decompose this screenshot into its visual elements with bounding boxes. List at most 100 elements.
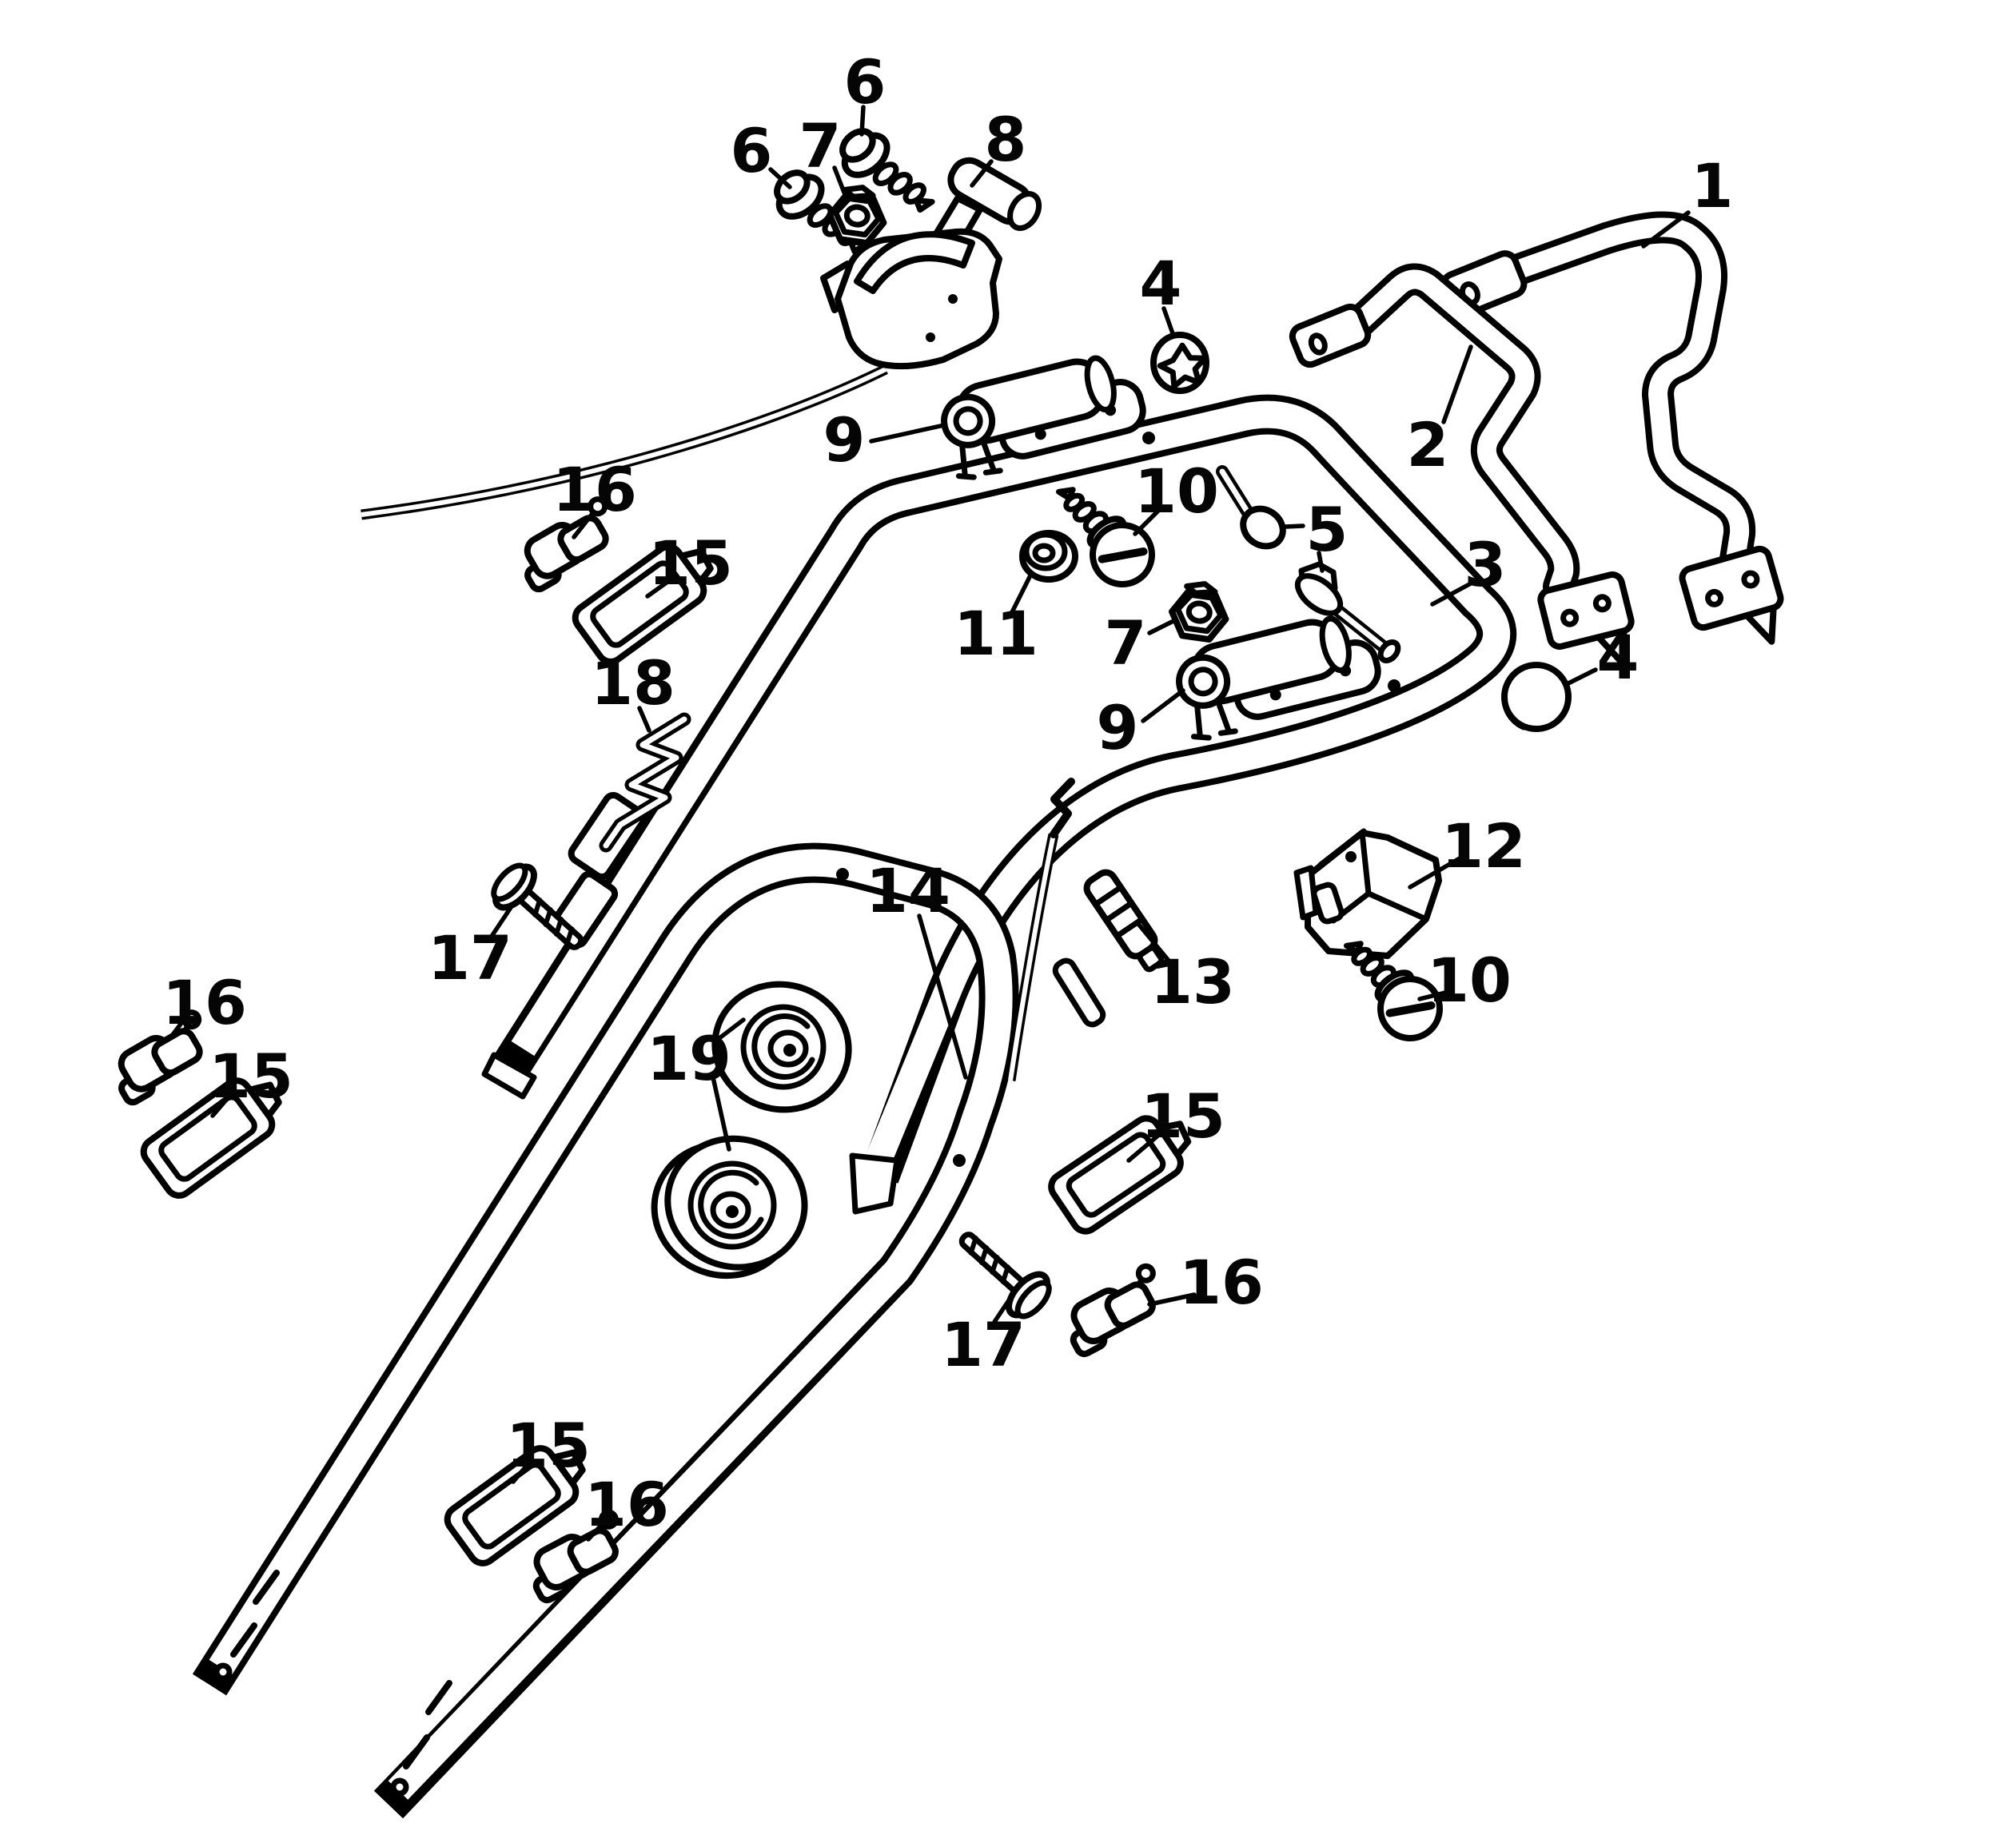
leader-line <box>768 167 792 189</box>
part-number-label: 16 <box>162 967 247 1038</box>
part-4-star-washer <box>1150 332 1209 394</box>
callout-part-10: 10 <box>1133 456 1219 536</box>
part-16-clip-right <box>1058 1264 1172 1356</box>
part-11-flange-nut <box>1019 530 1078 583</box>
part-number-label: 15 <box>1141 1081 1225 1152</box>
leader-line <box>1136 921 1171 963</box>
leader-line <box>832 165 848 199</box>
cable-z-hook <box>1050 778 1075 838</box>
part-number-label: 7 <box>799 110 842 181</box>
callout-part-11: 11 <box>954 571 1038 669</box>
part-8-throttle-control <box>820 157 1042 370</box>
part-12-cable-bracket <box>1293 828 1442 959</box>
part-number-label: 2 <box>1407 409 1449 480</box>
leader-line <box>1417 990 1448 1001</box>
leader-line <box>572 512 594 539</box>
throttle-cable-upper <box>361 364 888 520</box>
callout-part-18: 18 <box>591 647 675 733</box>
callout-part-5: 5 <box>1283 494 1348 573</box>
upper-handle-left-end-cap <box>481 1052 537 1100</box>
handle-hole <box>1388 679 1400 692</box>
callout-part-7: 7 <box>1105 607 1174 679</box>
cable-sleeve <box>1052 957 1106 1028</box>
callout-part-10: 10 <box>1417 945 1512 1016</box>
leg-end-hole <box>390 1777 409 1797</box>
throttle-arch <box>854 231 975 294</box>
part-number-label: 15 <box>648 527 733 599</box>
callout-part-13: 13 <box>1136 921 1235 1017</box>
leader-line <box>1141 688 1185 723</box>
callout-part-16: 16 <box>552 454 637 539</box>
part-number-label: 3 <box>1464 529 1507 600</box>
leader-line <box>1564 667 1598 687</box>
callout-part-9: 9 <box>823 404 946 476</box>
leader-line <box>869 423 946 444</box>
callout-part-15: 15 <box>1126 1081 1225 1163</box>
callout-part-2: 2 <box>1407 344 1473 480</box>
part-2-mounting-bracket-left <box>1289 263 1635 667</box>
part-number-label: 18 <box>591 647 675 718</box>
leader-line <box>1430 581 1473 607</box>
part-5-pin <box>1216 465 1286 550</box>
leader-line <box>511 1460 532 1484</box>
cable-adjuster-barrel <box>1083 869 1165 973</box>
part-5-bolt <box>1294 561 1401 664</box>
leader-line <box>210 1091 234 1118</box>
leader-line <box>1126 1131 1163 1163</box>
callout-part-16: 16 <box>162 967 247 1041</box>
part-4-plug <box>1501 662 1572 732</box>
part-number-label: 4 <box>1597 622 1639 693</box>
bracket-plate <box>1289 303 1372 368</box>
part-number-label: 13 <box>1150 946 1235 1017</box>
part-13-control-cable <box>1005 778 1165 1081</box>
callout-part-15: 15 <box>209 1041 293 1118</box>
leader-line <box>167 1017 186 1041</box>
callout-part-4: 4 <box>1140 248 1182 338</box>
leader-line <box>917 914 968 1080</box>
leader-line <box>1283 523 1305 529</box>
part-number-label: 15 <box>209 1041 293 1112</box>
leader-line <box>586 1518 608 1542</box>
part-number-label: 4 <box>1140 248 1182 319</box>
callout-part-9: 9 <box>1097 688 1185 763</box>
upper-handle-tube-fill <box>511 400 1511 1171</box>
part-number-label: 16 <box>552 454 637 525</box>
callout-part-12: 12 <box>1408 810 1526 890</box>
handle-hole <box>953 1154 966 1167</box>
part-number-label: 16 <box>584 1469 669 1540</box>
leg-end-slots <box>403 1680 452 1769</box>
leg-end-hole <box>213 1662 233 1682</box>
lower-handle-tube-fill <box>209 849 1013 1800</box>
throttle-lever-grip <box>947 157 1042 231</box>
callout-part-3: 3 <box>1430 529 1507 607</box>
leader-line <box>487 904 514 942</box>
part-number-label: 7 <box>1105 607 1147 679</box>
part-19-knob-upper <box>711 981 852 1113</box>
bracket-plate <box>1679 545 1784 645</box>
upper-handle-right-end-cap <box>849 1152 900 1215</box>
part-number-label: 17 <box>941 1309 1026 1380</box>
leader-line <box>1147 1292 1197 1307</box>
callout-part-7: 7 <box>799 110 848 199</box>
leader-line <box>711 1075 731 1152</box>
leader-line <box>645 578 672 599</box>
callout-layer: 1234456677899101011121314151515151616161… <box>162 46 1733 1542</box>
part-3-upper-handle <box>481 394 1517 1215</box>
leader-line <box>714 1017 746 1043</box>
part-number-label: 8 <box>985 104 1027 175</box>
callout-part-4: 4 <box>1564 622 1639 693</box>
leader-line <box>992 1291 1016 1324</box>
part-number-label: 12 <box>1441 810 1526 882</box>
part-number-label: 15 <box>506 1410 591 1481</box>
callout-part-15: 15 <box>645 527 733 599</box>
callout-part-19: 19 <box>647 1017 746 1152</box>
bracket-plate <box>1537 571 1635 667</box>
part-14-lower-handle <box>192 842 1019 1819</box>
leader-line <box>1641 210 1691 249</box>
leader-line <box>1147 619 1174 635</box>
leader-line <box>1317 551 1325 573</box>
lower-handle-tube <box>192 842 1019 1819</box>
part-19-knob-lower <box>651 1135 808 1280</box>
